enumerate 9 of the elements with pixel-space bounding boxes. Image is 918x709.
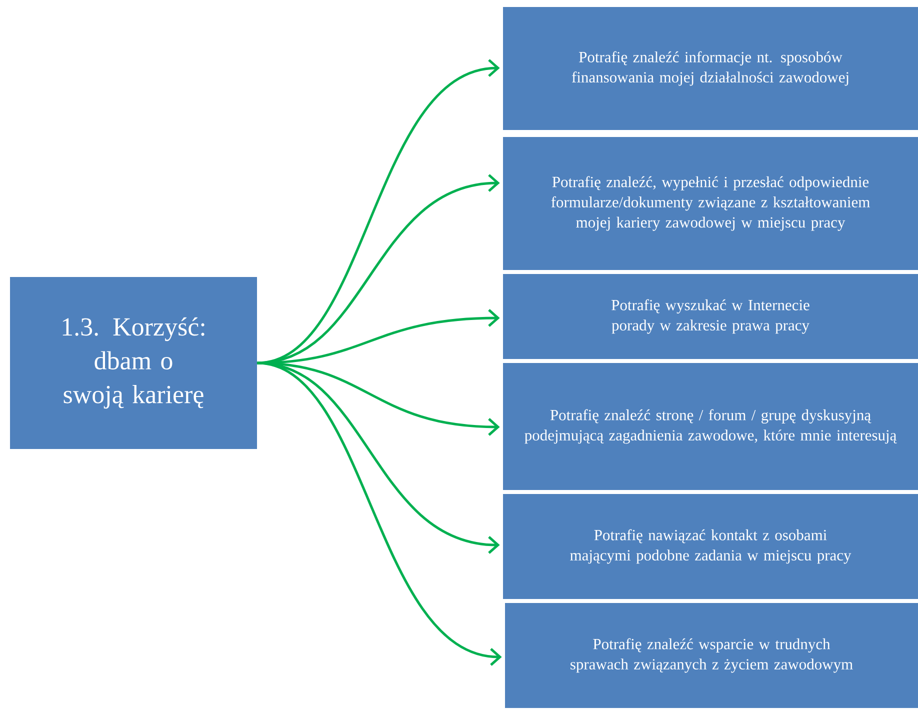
skill-box: Potrafię znaleźć stronę / forum / grupę dyskusyjną podejmującą zagadnienia zawodowe, które mnie interesują [503,363,918,490]
skill-box: Potrafię wyszukać w Internecie porady w zakresie prawa pracy [503,274,918,359]
arrow [256,362,502,666]
skill-box: Potrafię znaleźć, wypełnić i przesłać odpowiednie formularze/dokumenty związane z kształtowaniem mojej kariery zawodowej w miejscu pracy [503,137,918,270]
skill-box: Potrafię znaleźć informacje nt. sposobów finansowania mojej działalności zawodowej [503,7,918,130]
topic-box: 1.3. Korzyść: dbam o swoją karierę [10,277,257,449]
arrow [257,309,500,364]
skill-box: Potrafię nawiązać kontakt z osobami mającymi podobne zadania w miejscu pracy [503,494,918,599]
skill-box: Potrafię znaleźć wsparcie w trudnych sprawach związanych z życiem zawodowym [505,603,918,708]
